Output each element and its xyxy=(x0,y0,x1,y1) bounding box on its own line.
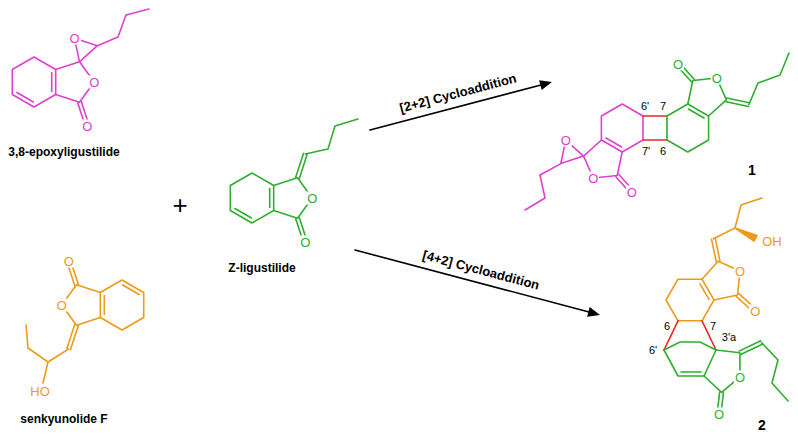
atom-label: O xyxy=(587,172,599,185)
atom-label: O xyxy=(81,120,93,133)
ligustilide-structure xyxy=(230,119,358,243)
reaction-label: [4+2] Cycloaddition xyxy=(421,248,541,291)
locant: 6' xyxy=(641,101,649,112)
locant: 6 xyxy=(660,146,666,157)
atom-label: O xyxy=(88,76,100,89)
epoxyligustilide-structure xyxy=(12,9,149,127)
atom-label: O xyxy=(560,134,572,147)
atom-label: O xyxy=(734,370,746,383)
locant: 6 xyxy=(664,321,670,332)
locant: 3'a xyxy=(722,332,736,343)
product-one-structure xyxy=(525,53,789,210)
senkyunolide-structure xyxy=(26,260,144,383)
atom-label: O xyxy=(734,265,746,278)
locant: 7 xyxy=(710,321,716,332)
compound-number: 2 xyxy=(758,418,766,432)
atom-label: O xyxy=(711,72,723,85)
atom-label: O xyxy=(713,408,725,421)
reaction-arrows xyxy=(355,80,600,316)
atom-label: O xyxy=(749,305,761,318)
locant: 7' xyxy=(642,146,650,157)
atom-label: HO xyxy=(29,385,51,398)
atom-label: OH xyxy=(761,235,783,248)
compound-name: Z-ligustilide xyxy=(228,262,295,274)
compound-number: 1 xyxy=(748,163,756,177)
compound-name: senkyunolide F xyxy=(20,413,107,425)
atom-label: O xyxy=(306,192,318,205)
locant: 7 xyxy=(660,101,666,112)
compound-name: 3,8-epoxyligustilide xyxy=(8,146,119,158)
locant: 6' xyxy=(649,345,657,356)
atom-label: O xyxy=(68,32,80,45)
reaction-label: [2+2] Cycloaddition xyxy=(398,71,518,114)
atom-label: O xyxy=(63,255,75,268)
atom-label: O xyxy=(56,299,68,312)
product-two-structure xyxy=(664,198,788,414)
atom-label: O xyxy=(299,236,311,249)
plus-sign: + xyxy=(172,192,187,218)
atom-label: O xyxy=(672,58,684,71)
atom-label: O xyxy=(626,185,638,198)
